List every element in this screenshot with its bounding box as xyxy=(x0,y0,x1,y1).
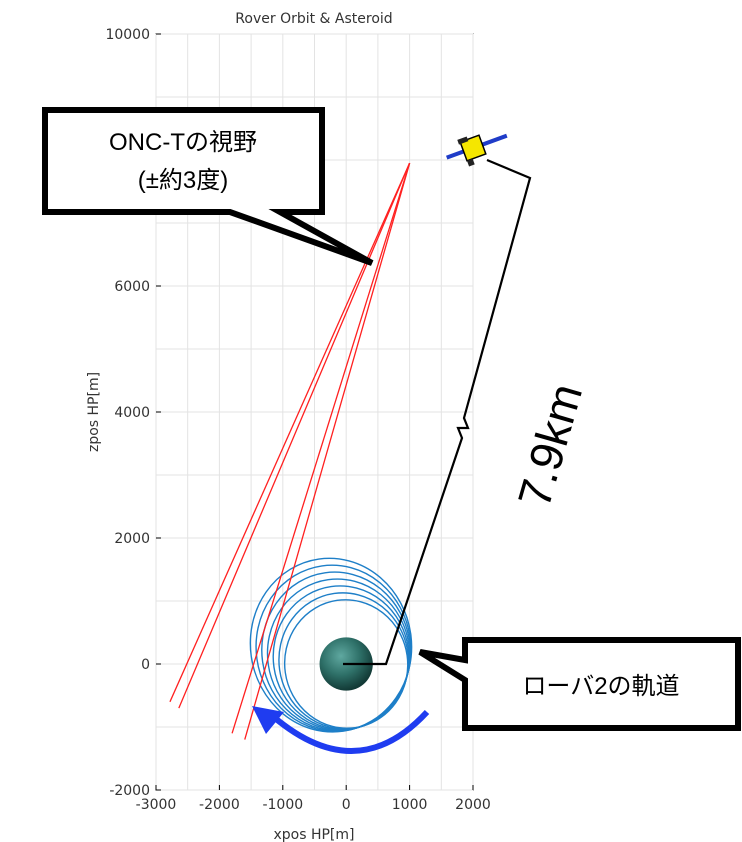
x-axis-label: xpos HP[m] xyxy=(273,827,354,842)
chart-title: Rover Orbit & Asteroid xyxy=(235,11,392,27)
rotation-direction-arrow xyxy=(265,709,430,754)
x-tick-label: -2000 xyxy=(199,797,240,813)
y-tick-label: 10000 xyxy=(105,27,150,43)
orbit-callout-text: ローバ2の軌道 xyxy=(522,673,679,700)
fov-callout-line2: (±約3度) xyxy=(138,167,229,194)
y-axis-label: zpos HP[m] xyxy=(86,372,102,452)
orbit-loop xyxy=(283,599,409,729)
x-tick-label: 0 xyxy=(342,797,351,813)
fov-line xyxy=(178,162,411,709)
orbit-callout: ローバ2の軌道 xyxy=(418,637,741,731)
spacecraft-icon xyxy=(446,133,508,167)
fov-callout: ONC-Tの視野 (±約3度) xyxy=(42,107,374,266)
fov-line xyxy=(169,162,411,703)
x-tick-label: 1000 xyxy=(392,797,428,813)
y-tick-label: 6000 xyxy=(114,279,150,295)
y-tick-label: 2000 xyxy=(114,531,150,547)
y-tick-label: 4000 xyxy=(114,405,150,421)
fov-line xyxy=(244,162,411,740)
x-tick-label: -1000 xyxy=(262,797,303,813)
rover-orbit-series xyxy=(249,557,413,733)
distance-label: 7.9km xyxy=(508,378,593,513)
arrowhead-icon xyxy=(252,706,284,734)
fov-callout-line1: ONC-Tの視野 xyxy=(109,129,257,156)
y-tick-label: -2000 xyxy=(109,783,150,799)
fov-line xyxy=(231,162,411,734)
x-tick-label: 2000 xyxy=(455,797,491,813)
y-tick-label: 0 xyxy=(141,657,150,673)
fov-lines xyxy=(169,162,411,740)
x-tick-label: -3000 xyxy=(136,797,177,813)
distance-bracket xyxy=(343,158,532,666)
